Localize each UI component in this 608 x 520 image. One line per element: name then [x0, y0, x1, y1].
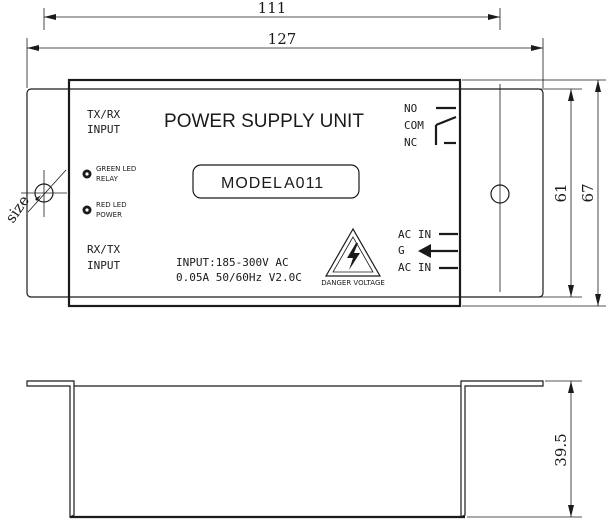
- led-dot: [85, 172, 89, 176]
- dimension-body-height: 61: [462, 88, 582, 298]
- rxtx-label: RX/TX: [87, 243, 120, 256]
- red-led-power-label: POWER: [96, 211, 122, 219]
- relay-no-label: NO: [404, 102, 417, 115]
- arrow-down-icon: [568, 505, 574, 517]
- dim-39-5-label: 39.5: [552, 433, 570, 466]
- leader-line: [27, 169, 67, 213]
- ac-terminals: [418, 232, 458, 270]
- dim-111-label: 111: [258, 0, 287, 17]
- model-plate: [192, 164, 360, 199]
- dimension-depth: 39.5: [467, 380, 582, 518]
- arrow-left-icon: [27, 45, 39, 51]
- dimension-inner-width: 111: [43, 0, 501, 30]
- spec-line-2: 0.05A 50/60Hz V2.0C: [176, 271, 302, 284]
- arrow-right-icon: [531, 45, 543, 51]
- dimension-overall-height: 67: [462, 79, 606, 307]
- model-label: MODEL: [221, 175, 283, 192]
- arrow-left-icon: [44, 14, 56, 20]
- green-led-label: GREEN LED: [96, 165, 136, 173]
- danger-voltage-sign: DANGER VOLTAGE: [321, 227, 385, 287]
- green-led-relay-label: RELAY: [96, 175, 119, 183]
- ground-label: G: [398, 244, 405, 257]
- ac-in-bottom-label: AC IN: [398, 261, 431, 274]
- warning-inner-triangle: [332, 236, 374, 273]
- dim-67-label: 67: [579, 183, 597, 202]
- lightning-bolt-icon: [347, 243, 360, 270]
- warning-triangle-icon: [324, 227, 382, 277]
- relay-contact-symbol: [434, 106, 457, 145]
- arrow-up-icon: [595, 80, 601, 92]
- left-mounting-hole: size: [2, 169, 67, 226]
- red-led: RED LED POWER: [82, 201, 127, 219]
- spec-line-1: INPUT:185-300V AC: [176, 256, 289, 269]
- arrow-left-icon: [418, 244, 431, 258]
- ac-in-top-label: AC IN: [398, 228, 431, 241]
- arrow-down-icon: [595, 294, 601, 306]
- hole-size-label: size: [2, 192, 34, 226]
- arrow-down-icon: [568, 285, 574, 297]
- txrx-input-label: INPUT: [87, 123, 120, 136]
- side-view: 39.5: [26, 380, 582, 519]
- enclosure-body: [67, 78, 462, 308]
- txrx-label: TX/RX: [87, 108, 120, 121]
- dim-127-label: 127: [268, 30, 297, 48]
- rxtx-input-label: INPUT: [87, 259, 120, 272]
- red-led-label: RED LED: [96, 201, 127, 209]
- unit-title: POWER SUPPLY UNIT: [164, 111, 364, 132]
- switch-line: [435, 115, 457, 127]
- arrow-up-icon: [568, 89, 574, 101]
- led-dot: [85, 208, 89, 212]
- right-mounting-hole: [490, 84, 510, 292]
- dimension-outer-width: 127: [26, 30, 544, 88]
- arrow-icon: [35, 195, 41, 201]
- top-view: 111 127 size TX/RX INP: [2, 0, 606, 308]
- right-flange: [460, 380, 544, 518]
- danger-voltage-label: DANGER VOLTAGE: [321, 279, 385, 287]
- left-flange: [26, 380, 75, 518]
- relay-nc-label: NC: [404, 136, 417, 149]
- arrow-up-icon: [568, 381, 574, 393]
- green-led: GREEN LED RELAY: [82, 165, 136, 183]
- model-number: A011: [284, 175, 324, 192]
- arrow-right-icon: [488, 14, 500, 20]
- dim-61-label: 61: [552, 183, 570, 202]
- relay-com-label: COM: [404, 119, 424, 132]
